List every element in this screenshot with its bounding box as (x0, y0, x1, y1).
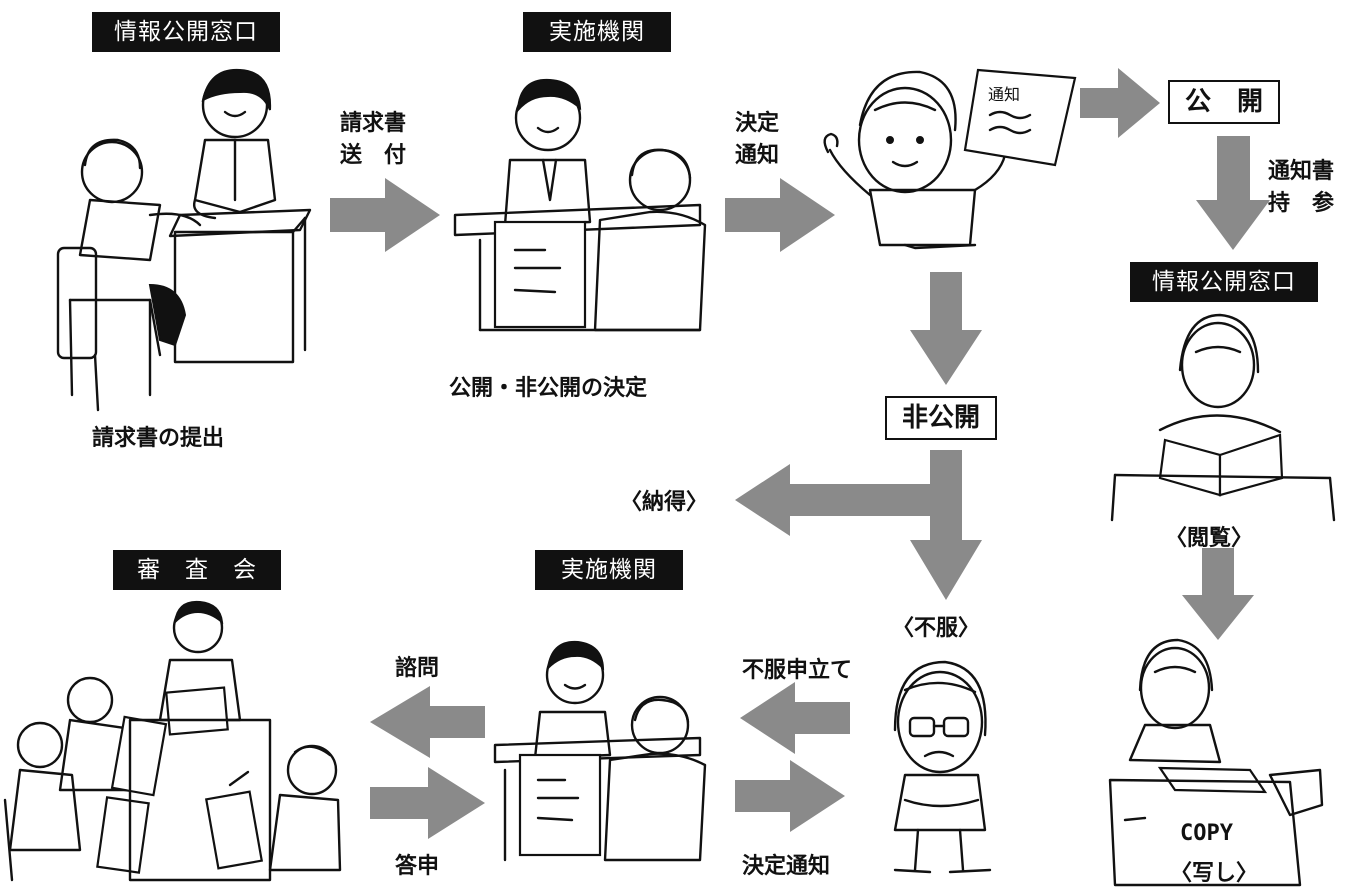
label-answer: 答申 (395, 854, 440, 879)
label-accept: 〈納得〉 (620, 490, 709, 515)
label-decision-notice: 決定 通知 (735, 111, 780, 168)
header-window-top: 情報公開窓口 (92, 12, 280, 52)
header-council: 審 査 会 (113, 550, 281, 590)
label-request-send: 請求書 送 付 (340, 111, 407, 168)
label-dissatisfied: 〈不服〉 (892, 616, 981, 641)
arrows (330, 68, 1270, 839)
arrow-to-accept (735, 464, 945, 536)
arrow-to-dissatisfied (910, 450, 982, 600)
illustration-dissatisfied (893, 660, 992, 874)
illustration-notice-holder: 通知 (823, 68, 1077, 250)
header-window-right: 情報公開窓口 (1130, 262, 1318, 302)
arrow-appeal (740, 682, 850, 754)
arrow-inquiry (370, 686, 485, 758)
illustration-copy: COPY (1108, 638, 1324, 887)
arrow-to-copy (1182, 548, 1254, 640)
arrow-request-send (330, 178, 440, 252)
illustration-agency-bottom (493, 640, 707, 862)
svg-text:通知: 通知 (988, 85, 1020, 104)
label-inquiry: 諮問 (395, 656, 440, 681)
arrow-bring-notice (1196, 136, 1270, 250)
illustration-viewing (1110, 313, 1336, 522)
arrow-to-nondisclose (910, 272, 982, 385)
arrow-decision-notice (725, 178, 835, 252)
illustration-agency-top (453, 78, 707, 332)
header-agency-top: 実施機関 (523, 12, 671, 52)
arrow-answer (370, 767, 485, 839)
label-bring-notice: 通知書 持 参 (1268, 159, 1335, 216)
label-view: 〈閲覧〉 (1165, 526, 1254, 551)
illustration-submit-request (56, 68, 312, 412)
label-decide: 公開・非公開の決定 (449, 376, 648, 401)
arrow-decision-notice-bottom (735, 760, 845, 832)
box-nondisclose: 非公開 (885, 396, 997, 440)
arrow-to-disclose (1080, 68, 1160, 138)
box-disclose: 公 開 (1168, 80, 1280, 124)
label-decision-notice-bottom: 決定通知 (742, 854, 831, 879)
label-copy: 〈写し〉 (1170, 861, 1259, 886)
label-submit-request: 請求書の提出 (92, 426, 225, 451)
label-appeal: 不服申立て (742, 658, 853, 683)
header-agency-bottom: 実施機関 (535, 550, 683, 590)
svg-text:COPY: COPY (1180, 821, 1234, 846)
illustration-council (3, 600, 342, 882)
